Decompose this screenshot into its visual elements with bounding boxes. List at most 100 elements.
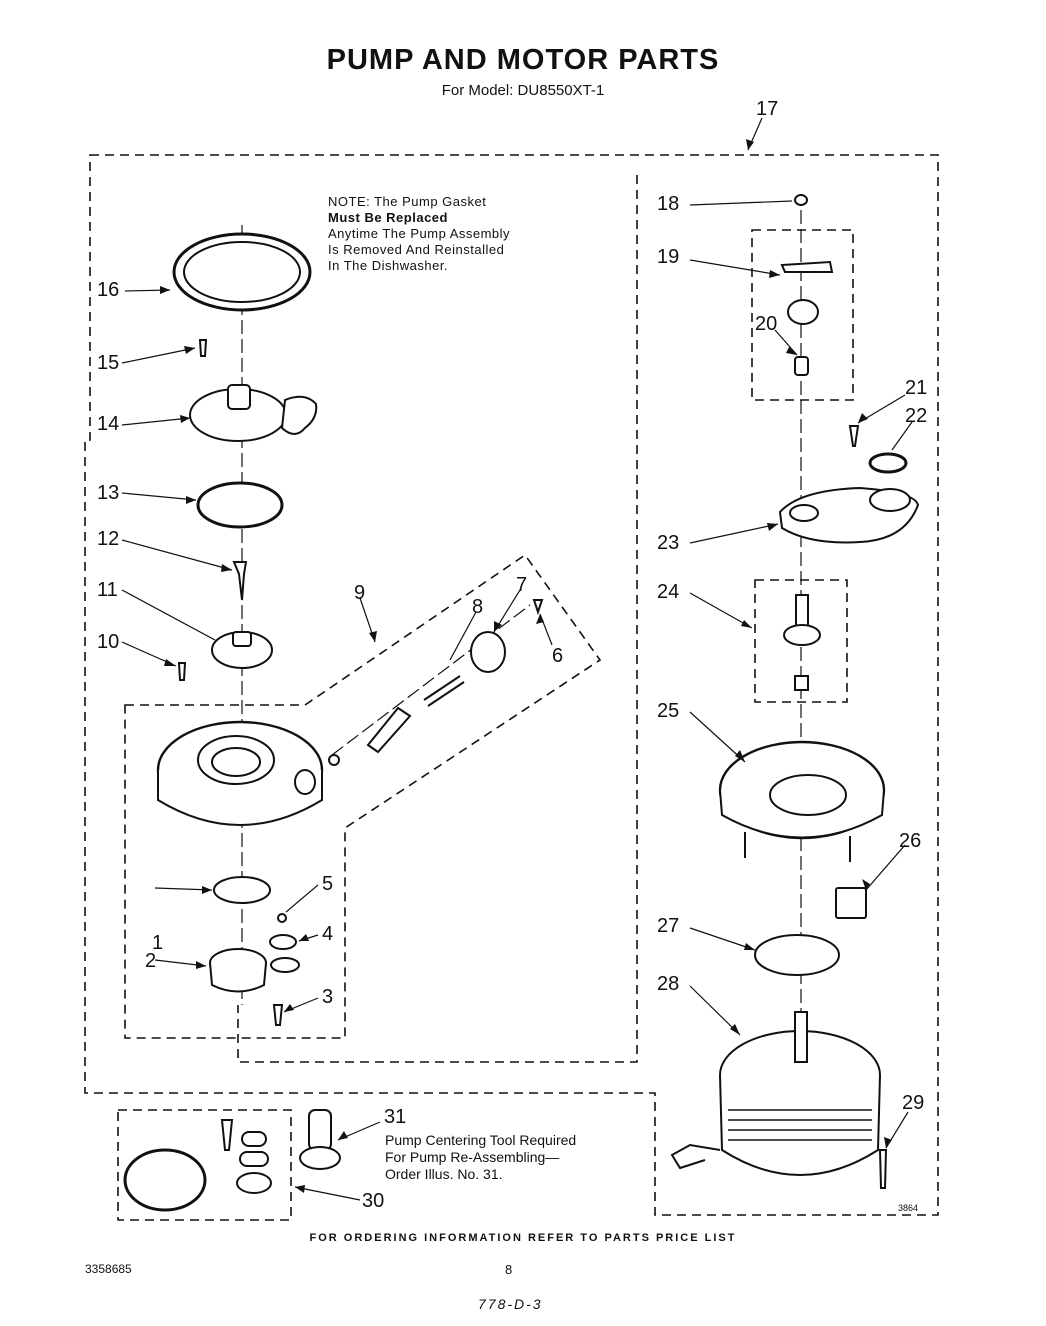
arrowhead xyxy=(221,564,232,572)
callout-29: 29 xyxy=(902,1092,925,1114)
leader-25 xyxy=(689,711,746,763)
housing-port xyxy=(294,769,316,795)
note-line: NOTE: The Pump Gasket xyxy=(328,194,487,209)
callout-8: 8 xyxy=(472,596,484,618)
centering-tool-31-base xyxy=(299,1146,341,1170)
callout-16: 16 xyxy=(97,279,120,301)
callout-31: 31 xyxy=(384,1106,407,1128)
leader-18 xyxy=(689,200,793,206)
valve-plate-7 xyxy=(470,631,506,673)
callout-13: 13 xyxy=(97,482,120,504)
arrowhead xyxy=(184,346,195,354)
note-line: Is Removed And Reinstalled xyxy=(328,242,505,257)
arrowhead xyxy=(186,496,196,504)
ordering-info: FOR ORDERING INFORMATION REFER TO PARTS … xyxy=(309,1232,737,1244)
pump-cover-outlet xyxy=(280,395,318,435)
impeller-axis-line xyxy=(331,604,531,756)
cap-18 xyxy=(794,194,808,206)
leader-24 xyxy=(689,592,753,629)
leader-23 xyxy=(689,523,779,544)
leader-26 xyxy=(865,844,906,891)
handwritten-code: 778-D-3 xyxy=(478,1296,543,1312)
leader-8 xyxy=(449,611,477,661)
page-title: PUMP AND MOTOR PARTS xyxy=(326,44,720,76)
assembly-boundary-outer xyxy=(84,154,939,1216)
centering-tool-note: Pump Centering Tool Required For Pump Re… xyxy=(385,1132,576,1183)
arrowhead xyxy=(196,961,206,969)
page-number: 8 xyxy=(505,1262,513,1277)
arrowhead xyxy=(494,621,502,632)
tool-note-line: Order Illus. No. 31. xyxy=(385,1166,503,1182)
document-number: 3358685 xyxy=(85,1262,132,1276)
leader-11 xyxy=(121,589,216,641)
callout-19: 19 xyxy=(657,246,680,268)
arrowhead xyxy=(730,1024,740,1035)
washer-4b xyxy=(270,957,300,973)
screw-6 xyxy=(532,599,544,616)
kit-gasket-ring xyxy=(123,1148,207,1212)
kit-screw xyxy=(220,1119,234,1151)
arrowhead xyxy=(862,879,870,890)
tool-note-line: For Pump Re-Assembling— xyxy=(385,1149,560,1165)
callout-27: 27 xyxy=(657,915,680,937)
leader-28 xyxy=(689,985,741,1036)
part-group-19-box xyxy=(751,229,854,401)
impeller-11-hub xyxy=(232,631,252,647)
arrowhead xyxy=(180,415,190,423)
note-line: Anytime The Pump Assembly xyxy=(328,226,511,241)
callout-6: 6 xyxy=(552,645,564,667)
arrowhead xyxy=(536,614,544,624)
callout-28: 28 xyxy=(657,973,680,995)
spring-8 xyxy=(423,675,465,707)
washer-4 xyxy=(269,934,297,950)
callout-23: 23 xyxy=(657,532,680,554)
callout-15: 15 xyxy=(97,352,120,374)
mounting-plate-port xyxy=(869,488,911,512)
screw-10 xyxy=(177,662,187,681)
kit-seal-c xyxy=(236,1172,272,1194)
part-group-30-box xyxy=(117,1109,292,1221)
pump-cover-hub xyxy=(227,384,251,410)
bushing-20 xyxy=(794,356,809,376)
pump-lower-group-boundary xyxy=(124,553,602,1039)
arrowhead xyxy=(769,270,780,278)
terminal-block-26 xyxy=(835,887,867,919)
main-pump-housing-bore-inner xyxy=(211,747,261,777)
arrowhead xyxy=(884,1137,892,1148)
arrowhead xyxy=(284,1004,294,1012)
plunger xyxy=(366,706,412,754)
arrowhead xyxy=(786,347,797,355)
callout-7: 7 xyxy=(516,574,528,596)
arrowhead xyxy=(338,1131,348,1140)
arrowhead xyxy=(741,620,752,628)
seal-housing-2-body xyxy=(209,962,267,993)
slinger-disc-27 xyxy=(754,934,840,976)
screw-15 xyxy=(198,339,208,357)
callout-25: 25 xyxy=(657,700,680,722)
arrowhead xyxy=(295,1185,305,1193)
arrowhead xyxy=(299,934,309,941)
o-ring-13 xyxy=(196,481,284,529)
main-pump-housing-side xyxy=(157,770,323,826)
motor-wire-lead xyxy=(670,1143,721,1170)
mounting-plate-hole xyxy=(789,504,819,522)
motor-group-boundary xyxy=(237,175,638,1063)
shaft-seal xyxy=(787,299,819,325)
arrowhead xyxy=(369,631,377,642)
arrowhead xyxy=(767,523,778,531)
leader-12 xyxy=(121,539,233,571)
callout-17: 17 xyxy=(756,98,779,120)
motor-28-body xyxy=(719,1074,881,1176)
callout-18: 18 xyxy=(657,193,680,215)
motor-shaft xyxy=(794,1011,808,1063)
leader-14 xyxy=(121,417,191,426)
note-line: Must Be Replaced xyxy=(328,210,448,225)
callout-21: 21 xyxy=(905,377,928,399)
callout-26: 26 xyxy=(899,830,922,852)
filter-disc-1 xyxy=(213,876,271,904)
callout-30: 30 xyxy=(362,1190,385,1212)
retainer-clip-19 xyxy=(780,260,834,273)
motor-laminations xyxy=(728,1109,872,1141)
pump-gasket-ring-inner xyxy=(183,241,301,303)
